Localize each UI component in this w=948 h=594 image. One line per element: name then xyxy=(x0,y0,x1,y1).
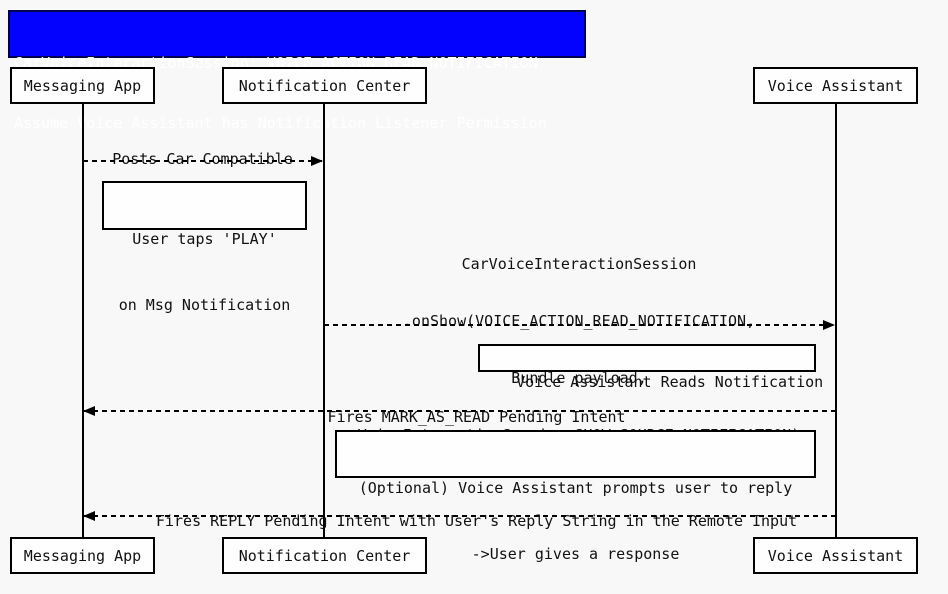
diagram-title-box: CarVoiceInteractionSession: VOICE_ACTION… xyxy=(8,10,586,132)
message-4-arrow xyxy=(84,515,835,517)
note-user-taps-play: User taps 'PLAY' on Msg Notification xyxy=(102,181,307,314)
actor-messaging-app-top: Messaging App xyxy=(10,67,155,104)
note-3-line-1: (Optional) Voice Assistant prompts user … xyxy=(358,479,793,497)
title-line-2: Assume Voice Assistant has Notification … xyxy=(14,114,547,132)
arrowhead-right-icon xyxy=(823,320,835,330)
actor-voice-assistant-top: Voice Assistant xyxy=(753,67,918,104)
actor-label: Notification Center xyxy=(238,76,411,95)
message-4-label: Fires REPLY Pending Intent with User's R… xyxy=(82,493,835,550)
note-1-line-1: User taps 'PLAY' xyxy=(132,230,277,248)
lifeline-notification-center xyxy=(323,104,325,537)
lifeline-messaging-app xyxy=(82,104,84,537)
message-2-line-3: Bundle payload, xyxy=(323,369,835,388)
arrowhead-left-icon xyxy=(83,406,95,416)
actor-messaging-app-bottom: Messaging App xyxy=(10,537,155,574)
actor-label: Notification Center xyxy=(238,546,411,565)
actor-notification-center-bottom: Notification Center xyxy=(222,537,427,574)
actor-label: Messaging App xyxy=(23,546,142,565)
actor-label: Messaging App xyxy=(23,76,142,95)
note-va-reads-notification: Voice Assistant Reads Notification xyxy=(478,344,823,391)
actor-notification-center-top: Notification Center xyxy=(222,67,427,104)
arrowhead-left-icon xyxy=(83,511,95,521)
message-2-line-2: .onShow(VOICE_ACTION_READ_NOTIFICATION, xyxy=(402,312,756,330)
actor-label: Voice Assistant xyxy=(767,76,904,95)
note-1-line-2: on Msg Notification xyxy=(118,296,291,314)
message-2-arrow xyxy=(324,324,835,326)
actor-voice-assistant-bottom: Voice Assistant xyxy=(753,537,918,574)
message-3-text: Fires MARK_AS_READ Pending Intent xyxy=(327,408,626,426)
message-1-arrow xyxy=(83,160,323,162)
note-2-text: Voice Assistant Reads Notification xyxy=(516,373,824,391)
arrowhead-right-icon xyxy=(311,156,323,166)
lifeline-voice-assistant xyxy=(835,104,837,537)
message-3-arrow xyxy=(84,410,835,412)
note-va-prompts-reply: (Optional) Voice Assistant prompts user … xyxy=(335,430,816,563)
message-2-line-1: CarVoiceInteractionSession xyxy=(461,255,697,273)
message-3-label: Fires MARK_AS_READ Pending Intent xyxy=(82,389,835,446)
actor-label: Voice Assistant xyxy=(767,546,904,565)
note-3-line-2: ->User gives a response xyxy=(471,545,680,563)
message-1-line-1: Posts Car Compatible xyxy=(112,150,293,168)
